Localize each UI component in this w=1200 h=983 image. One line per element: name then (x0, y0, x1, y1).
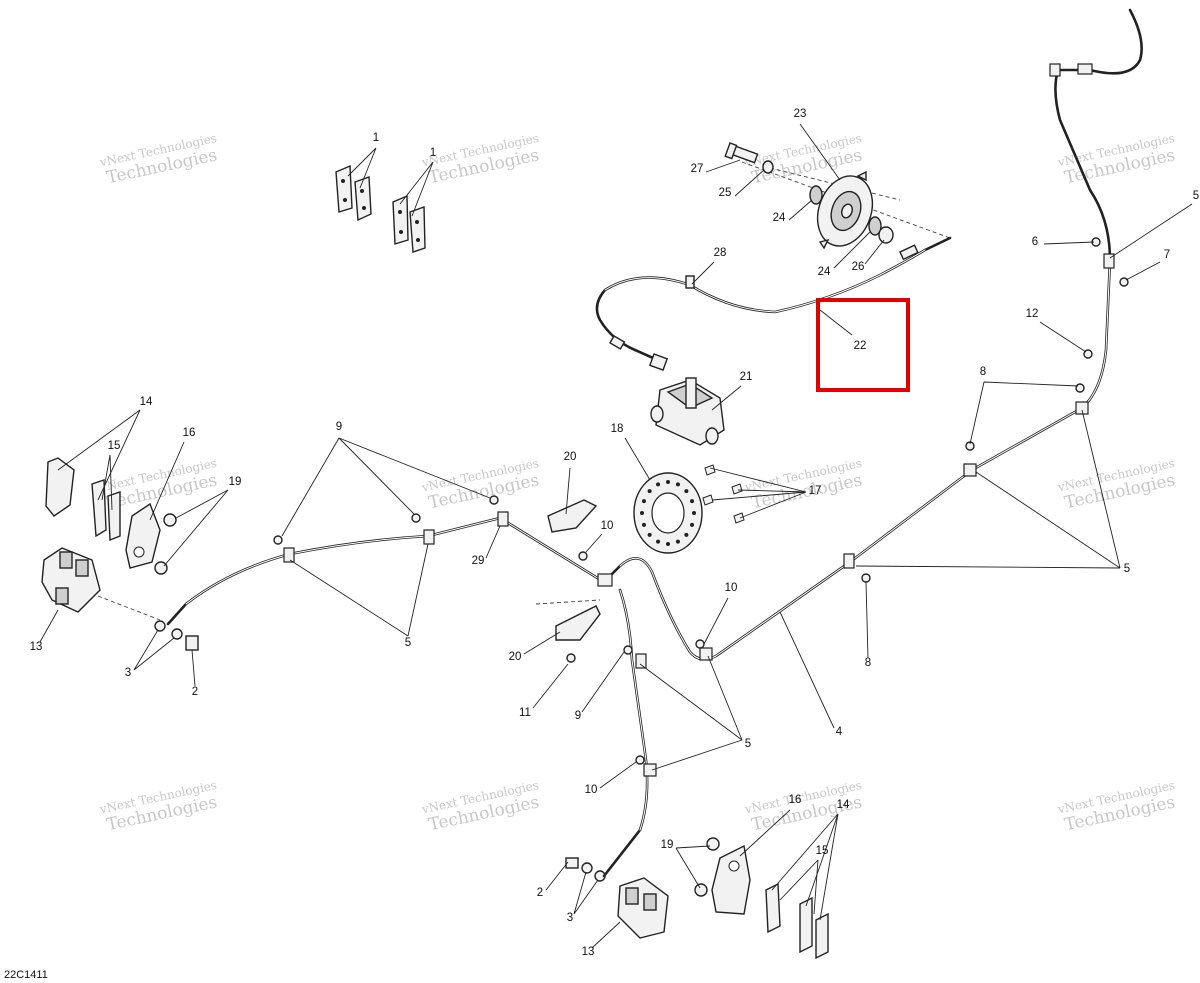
callout-c8b: 8 (865, 657, 871, 669)
callout-c6: 6 (1032, 236, 1038, 248)
callout-c10b: 10 (725, 582, 738, 594)
callout-c2b: 2 (537, 887, 543, 899)
callout-c23: 23 (794, 108, 807, 120)
callout-c22: 22 (854, 340, 867, 352)
callout-c19b: 19 (661, 839, 674, 851)
callout-c5a: 5 (405, 637, 411, 649)
callout-c5c: 5 (1124, 563, 1130, 575)
brake-disc (633, 464, 745, 554)
callout-c3b: 3 (567, 912, 573, 924)
parking-brake-cable (595, 236, 952, 371)
callout-c18: 18 (611, 423, 624, 435)
callout-c16a: 16 (183, 427, 196, 439)
callout-c27: 27 (691, 163, 704, 175)
callout-c10c: 10 (585, 784, 598, 796)
callout-c29: 29 (472, 555, 485, 567)
rear-caliper-assembly (565, 837, 829, 960)
callout-c14a: 14 (140, 396, 153, 408)
callout-c24b: 24 (818, 266, 831, 278)
callout-c24a: 24 (773, 212, 786, 224)
callout-c20b: 20 (509, 651, 522, 663)
callout-c1a: 1 (373, 132, 379, 144)
brake-pads-top (335, 164, 426, 253)
callout-c21: 21 (740, 371, 753, 383)
callout-c5d: 5 (1193, 190, 1199, 202)
callout-c25: 25 (719, 187, 732, 199)
callout-c26: 26 (852, 261, 865, 273)
callout-c19a: 19 (229, 476, 242, 488)
callout-c9a: 9 (336, 421, 342, 433)
parking-brake-disc (724, 142, 951, 250)
callout-c2a: 2 (192, 686, 198, 698)
callout-c12: 12 (1026, 308, 1039, 320)
callout-c5b: 5 (745, 738, 751, 750)
callout-c13b: 13 (582, 946, 595, 958)
callout-c11: 11 (519, 707, 531, 719)
callout-c9b: 9 (575, 710, 581, 722)
callout-c16b: 16 (789, 794, 802, 806)
parking-brake-caliper (650, 377, 725, 446)
callout-c8a: 8 (980, 366, 986, 378)
callout-c14b: 14 (837, 799, 850, 811)
highlight-box (816, 298, 910, 392)
callout-c3a: 3 (125, 667, 131, 679)
callout-c7: 7 (1164, 249, 1170, 261)
callout-c10a: 10 (601, 520, 614, 532)
callout-c28: 28 (714, 247, 727, 259)
callout-c17: 17 (809, 485, 822, 497)
callout-c15a: 15 (108, 440, 121, 452)
brake-lines (166, 8, 1143, 878)
callout-c1b: 1 (430, 147, 436, 159)
callout-c4: 4 (836, 726, 843, 738)
callout-c15b: 15 (816, 845, 829, 857)
callout-c20a: 20 (564, 451, 577, 463)
leader-lines (39, 123, 1193, 949)
reference-code: 22C1411 (4, 969, 48, 981)
callout-c13a: 13 (30, 641, 43, 653)
